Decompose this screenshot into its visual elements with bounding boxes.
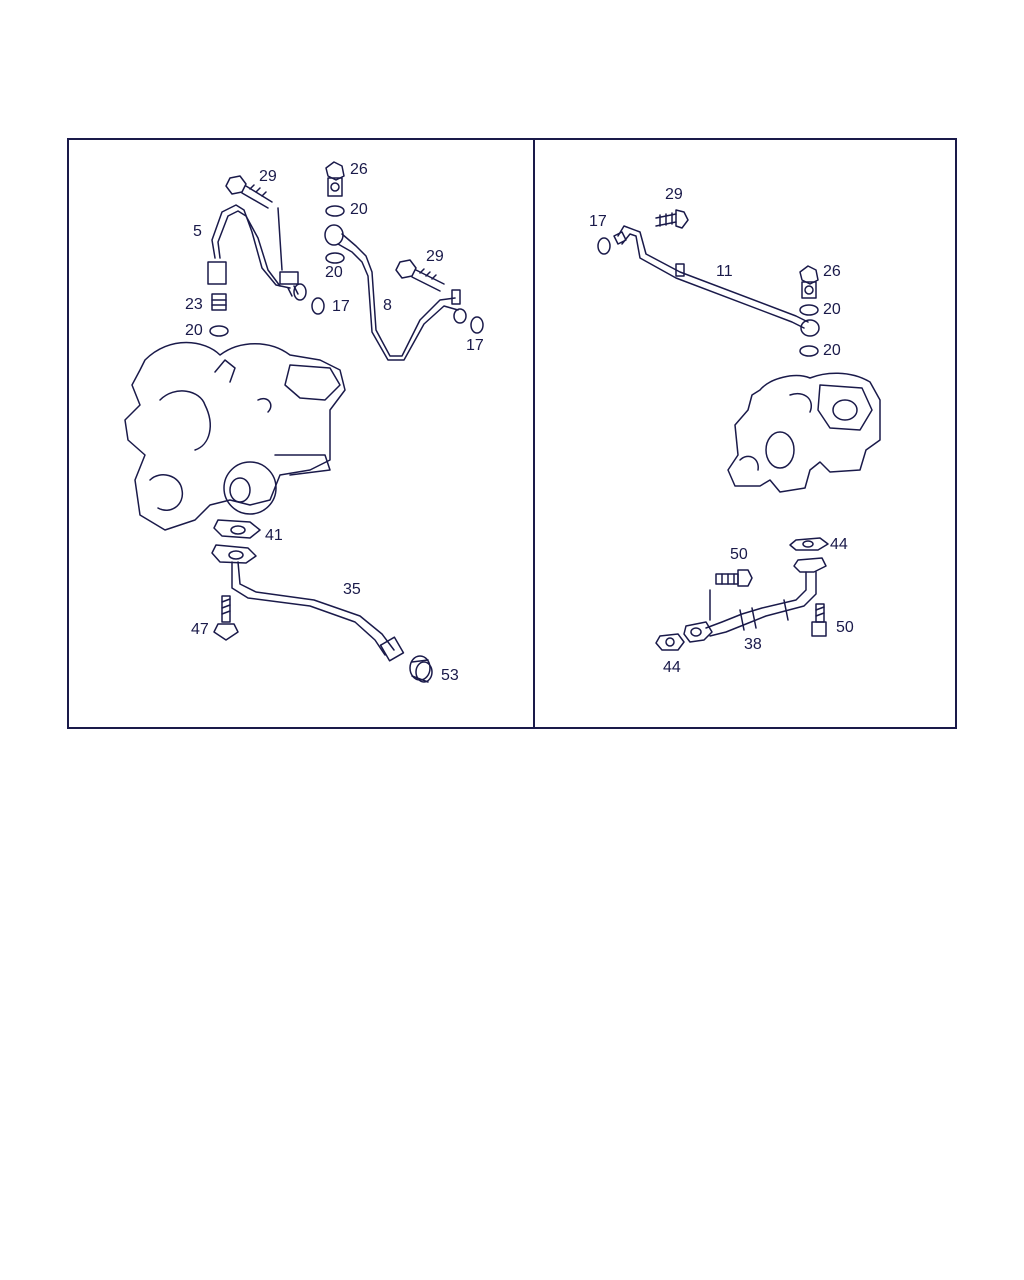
plug-53 (409, 655, 433, 683)
gasket-41 (211, 519, 261, 564)
callout-17-left-b: 17 (466, 337, 484, 354)
gasket-44-right-top (789, 537, 829, 551)
washer-20-left-top (325, 205, 345, 217)
banjo-bolt-26-left (325, 161, 345, 197)
callout-20-right-bottom: 20 (823, 342, 841, 359)
pipe-5 (207, 204, 307, 301)
callout-47: 47 (191, 621, 209, 638)
callout-20-left-lower: 20 (185, 322, 203, 339)
callout-8: 8 (383, 297, 392, 314)
bolt-50-upper (709, 569, 753, 621)
callout-53: 53 (441, 667, 459, 684)
callout-11: 11 (716, 263, 733, 280)
callout-26-left: 26 (350, 161, 368, 178)
pipe-8 (324, 224, 467, 361)
panel-divider (533, 138, 535, 729)
bolt-29-left-top (225, 175, 273, 209)
callout-41: 41 (265, 527, 283, 544)
callout-20-right-top: 20 (823, 301, 841, 318)
pipe-38 (683, 557, 827, 643)
gasket-44-right-bottom (655, 633, 685, 651)
callout-29-left-mid: 29 (426, 248, 444, 265)
pipe-35 (231, 561, 405, 662)
washer-20-left-mid (325, 252, 345, 264)
callout-35: 35 (343, 581, 361, 598)
callout-50-lower: 50 (836, 619, 854, 636)
turbocharger-left (124, 341, 346, 531)
seal-ring-17-left-a (311, 297, 325, 315)
callout-17-right: 17 (589, 213, 607, 230)
bolt-47 (213, 595, 239, 641)
callout-44-right-bottom: 44 (663, 659, 681, 676)
banjo-bolt-26-right (799, 265, 819, 299)
callout-17-left-a: 17 (332, 298, 350, 315)
callout-20-left-top: 20 (350, 201, 368, 218)
bolt-29-right (655, 209, 689, 229)
callout-50-upper: 50 (730, 546, 748, 563)
callout-5: 5 (193, 223, 202, 240)
seal-ring-17-left-b (470, 316, 484, 334)
diagram-frame (67, 138, 957, 729)
callout-38: 38 (744, 636, 762, 653)
callout-29-right: 29 (665, 186, 683, 203)
pipe-11 (613, 225, 820, 337)
callout-23: 23 (185, 296, 203, 313)
bolt-50-lower (811, 603, 827, 637)
callout-44-right-top: 44 (830, 536, 848, 553)
washer-20-right-bottom (799, 345, 819, 357)
bolt-29-left-mid (395, 259, 445, 292)
washer-20-left-lower (209, 325, 229, 337)
seal-ring-17-right (597, 237, 611, 255)
turbocharger-right (727, 372, 881, 493)
callout-26-right: 26 (823, 263, 841, 280)
fitting-23 (211, 293, 227, 311)
callout-29-left-top: 29 (259, 168, 277, 185)
callout-20-left-mid: 20 (325, 264, 343, 281)
washer-20-right-top (799, 304, 819, 316)
